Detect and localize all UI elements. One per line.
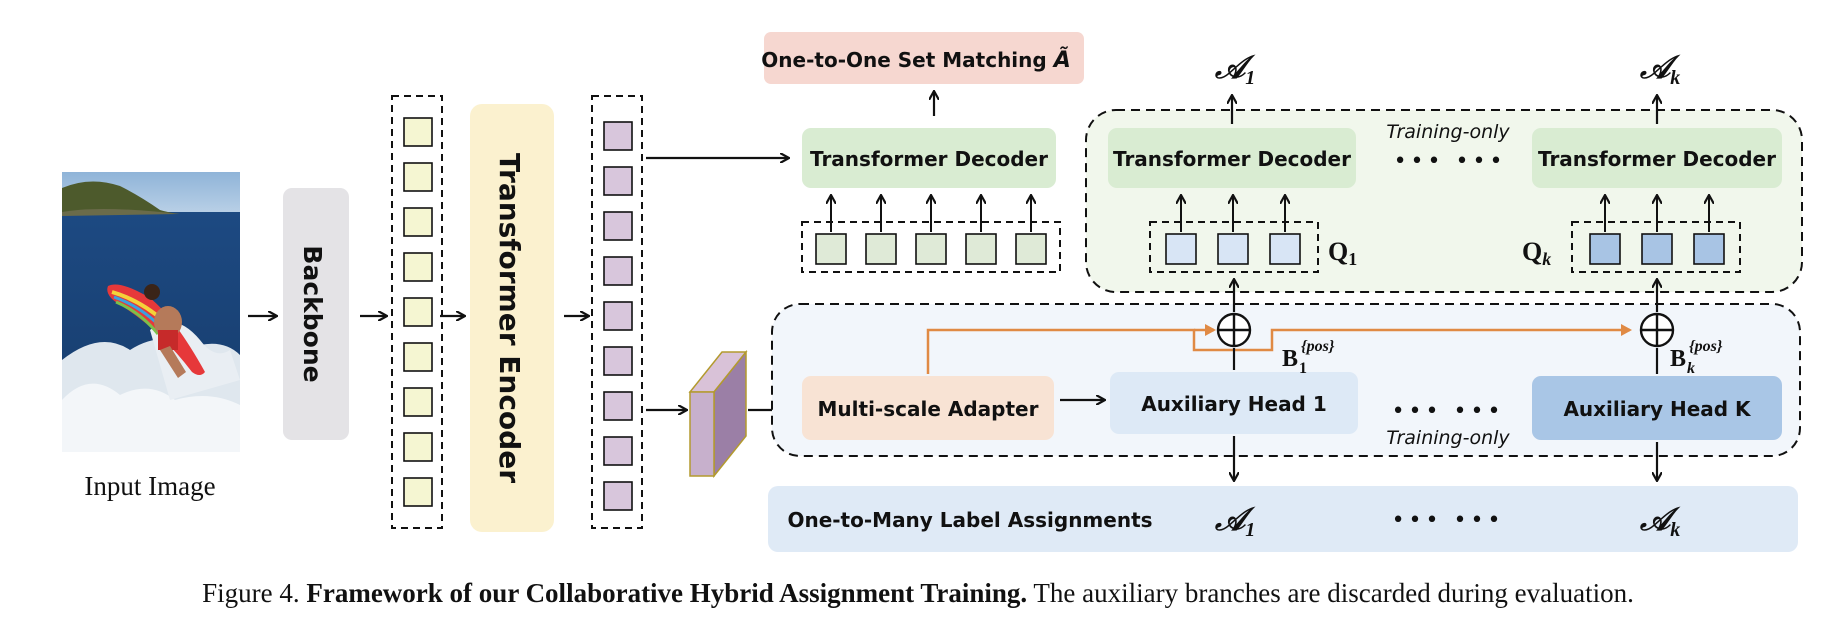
input-image-label: Input Image [84,471,215,501]
one-to-many-label: One-to-Many Label Assignments [787,508,1152,532]
main-query [915,233,947,265]
branch1-queries [1165,233,1301,265]
input-image [62,172,240,452]
main-decoder-label: Transformer Decoder [810,147,1048,171]
output-a1: 𝒜1 [1214,49,1256,89]
aux-headk-block [1532,376,1782,440]
backbone-token [403,477,433,507]
encoder-token [603,166,633,196]
backbone-token [403,162,433,192]
branch1-decoder-block [1108,128,1356,188]
branchk-query [1641,233,1673,265]
bk-label: Bk{pos} [1670,338,1723,377]
branch1-query [1165,233,1197,265]
encoder-token [603,121,633,151]
branchk-decoder-label: Transformer Decoder [1538,147,1776,171]
branch1-query-arrows [1181,196,1285,232]
backbone-token [403,252,433,282]
branchk-queries [1589,233,1725,265]
branch1-decoder-label: Transformer Decoder [1113,147,1351,171]
adapter-block [802,376,1054,440]
training-only-top-label: Training-only [1386,121,1510,143]
backbone-token [403,432,433,462]
backbone-block [283,188,349,440]
main-query-group [801,221,1061,273]
main-query [965,233,997,265]
encoder-label: Transformer Encoder [493,153,526,483]
backbone-token [403,207,433,237]
encoder-tokens [603,121,633,511]
backbone-label: Backbone [298,245,327,382]
branchk-query [1693,233,1725,265]
oplus-branchk [1639,312,1675,348]
main-decoder-block [802,128,1056,188]
output-ak: 𝒜k [1639,49,1681,89]
backbone-token [403,342,433,372]
encoder-token [603,391,633,421]
backbone-tokens [403,117,433,507]
encoder-token [603,481,633,511]
positional-query-flow [926,324,1632,374]
branchk-decoder-block [1532,128,1782,188]
training-only-bottom-label: Training-only [1386,427,1510,449]
backbone-token [403,297,433,327]
encoder-token [603,436,633,466]
one-to-many-box [768,486,1798,552]
backbone-token-column [391,95,443,529]
caption-text: The auxiliary branches are discarded dur… [1033,578,1634,608]
one-to-one-symbol: Ã [1052,47,1071,73]
main-query-arrows [831,196,1031,232]
figure-caption: Figure 4. Framework of our Collaborative… [0,578,1836,609]
caption-title: Framework of our Collaborative Hybrid As… [306,578,1028,608]
encoder-token [603,301,633,331]
oplus-branch1 [1216,312,1252,348]
decoder-ellipsis: ••• ••• [1394,149,1507,174]
feature-map-slab [688,349,748,479]
one-to-one-label: One-to-One Set Matching Ã [761,47,1070,73]
caption-prefix: Figure 4. [202,578,300,608]
one-to-one-box [764,32,1084,84]
query-q1-label: Q1 [1328,237,1357,269]
main-query [1015,233,1047,265]
branch1-query [1217,233,1249,265]
main-query [815,233,847,265]
b1-label: B1{pos} [1282,338,1335,377]
aux-head1-label: Auxiliary Head 1 [1141,392,1327,416]
query-qk-label: Qk [1522,237,1551,269]
encoder-token [603,346,633,376]
one-to-one-label-text: One-to-One Set Matching [761,48,1046,72]
encoder-token [603,211,633,241]
branchk-query-arrows [1605,196,1709,232]
branch1-query [1269,233,1301,265]
main-queries [815,233,1047,265]
branchk-query [1589,233,1621,265]
backbone-token [403,387,433,417]
encoder-token-column [591,95,643,529]
main-query [865,233,897,265]
encoder-block [470,104,554,532]
backbone-token [403,117,433,147]
aux-head1-block [1110,372,1358,434]
encoder-token [603,256,633,286]
adapter-label: Multi-scale Adapter [818,397,1039,421]
aux-ellipsis: ••• ••• [1392,399,1505,424]
one-to-many-ellipsis: ••• ••• [1392,508,1505,533]
aux-headk-label: Auxiliary Head K [1563,397,1752,421]
